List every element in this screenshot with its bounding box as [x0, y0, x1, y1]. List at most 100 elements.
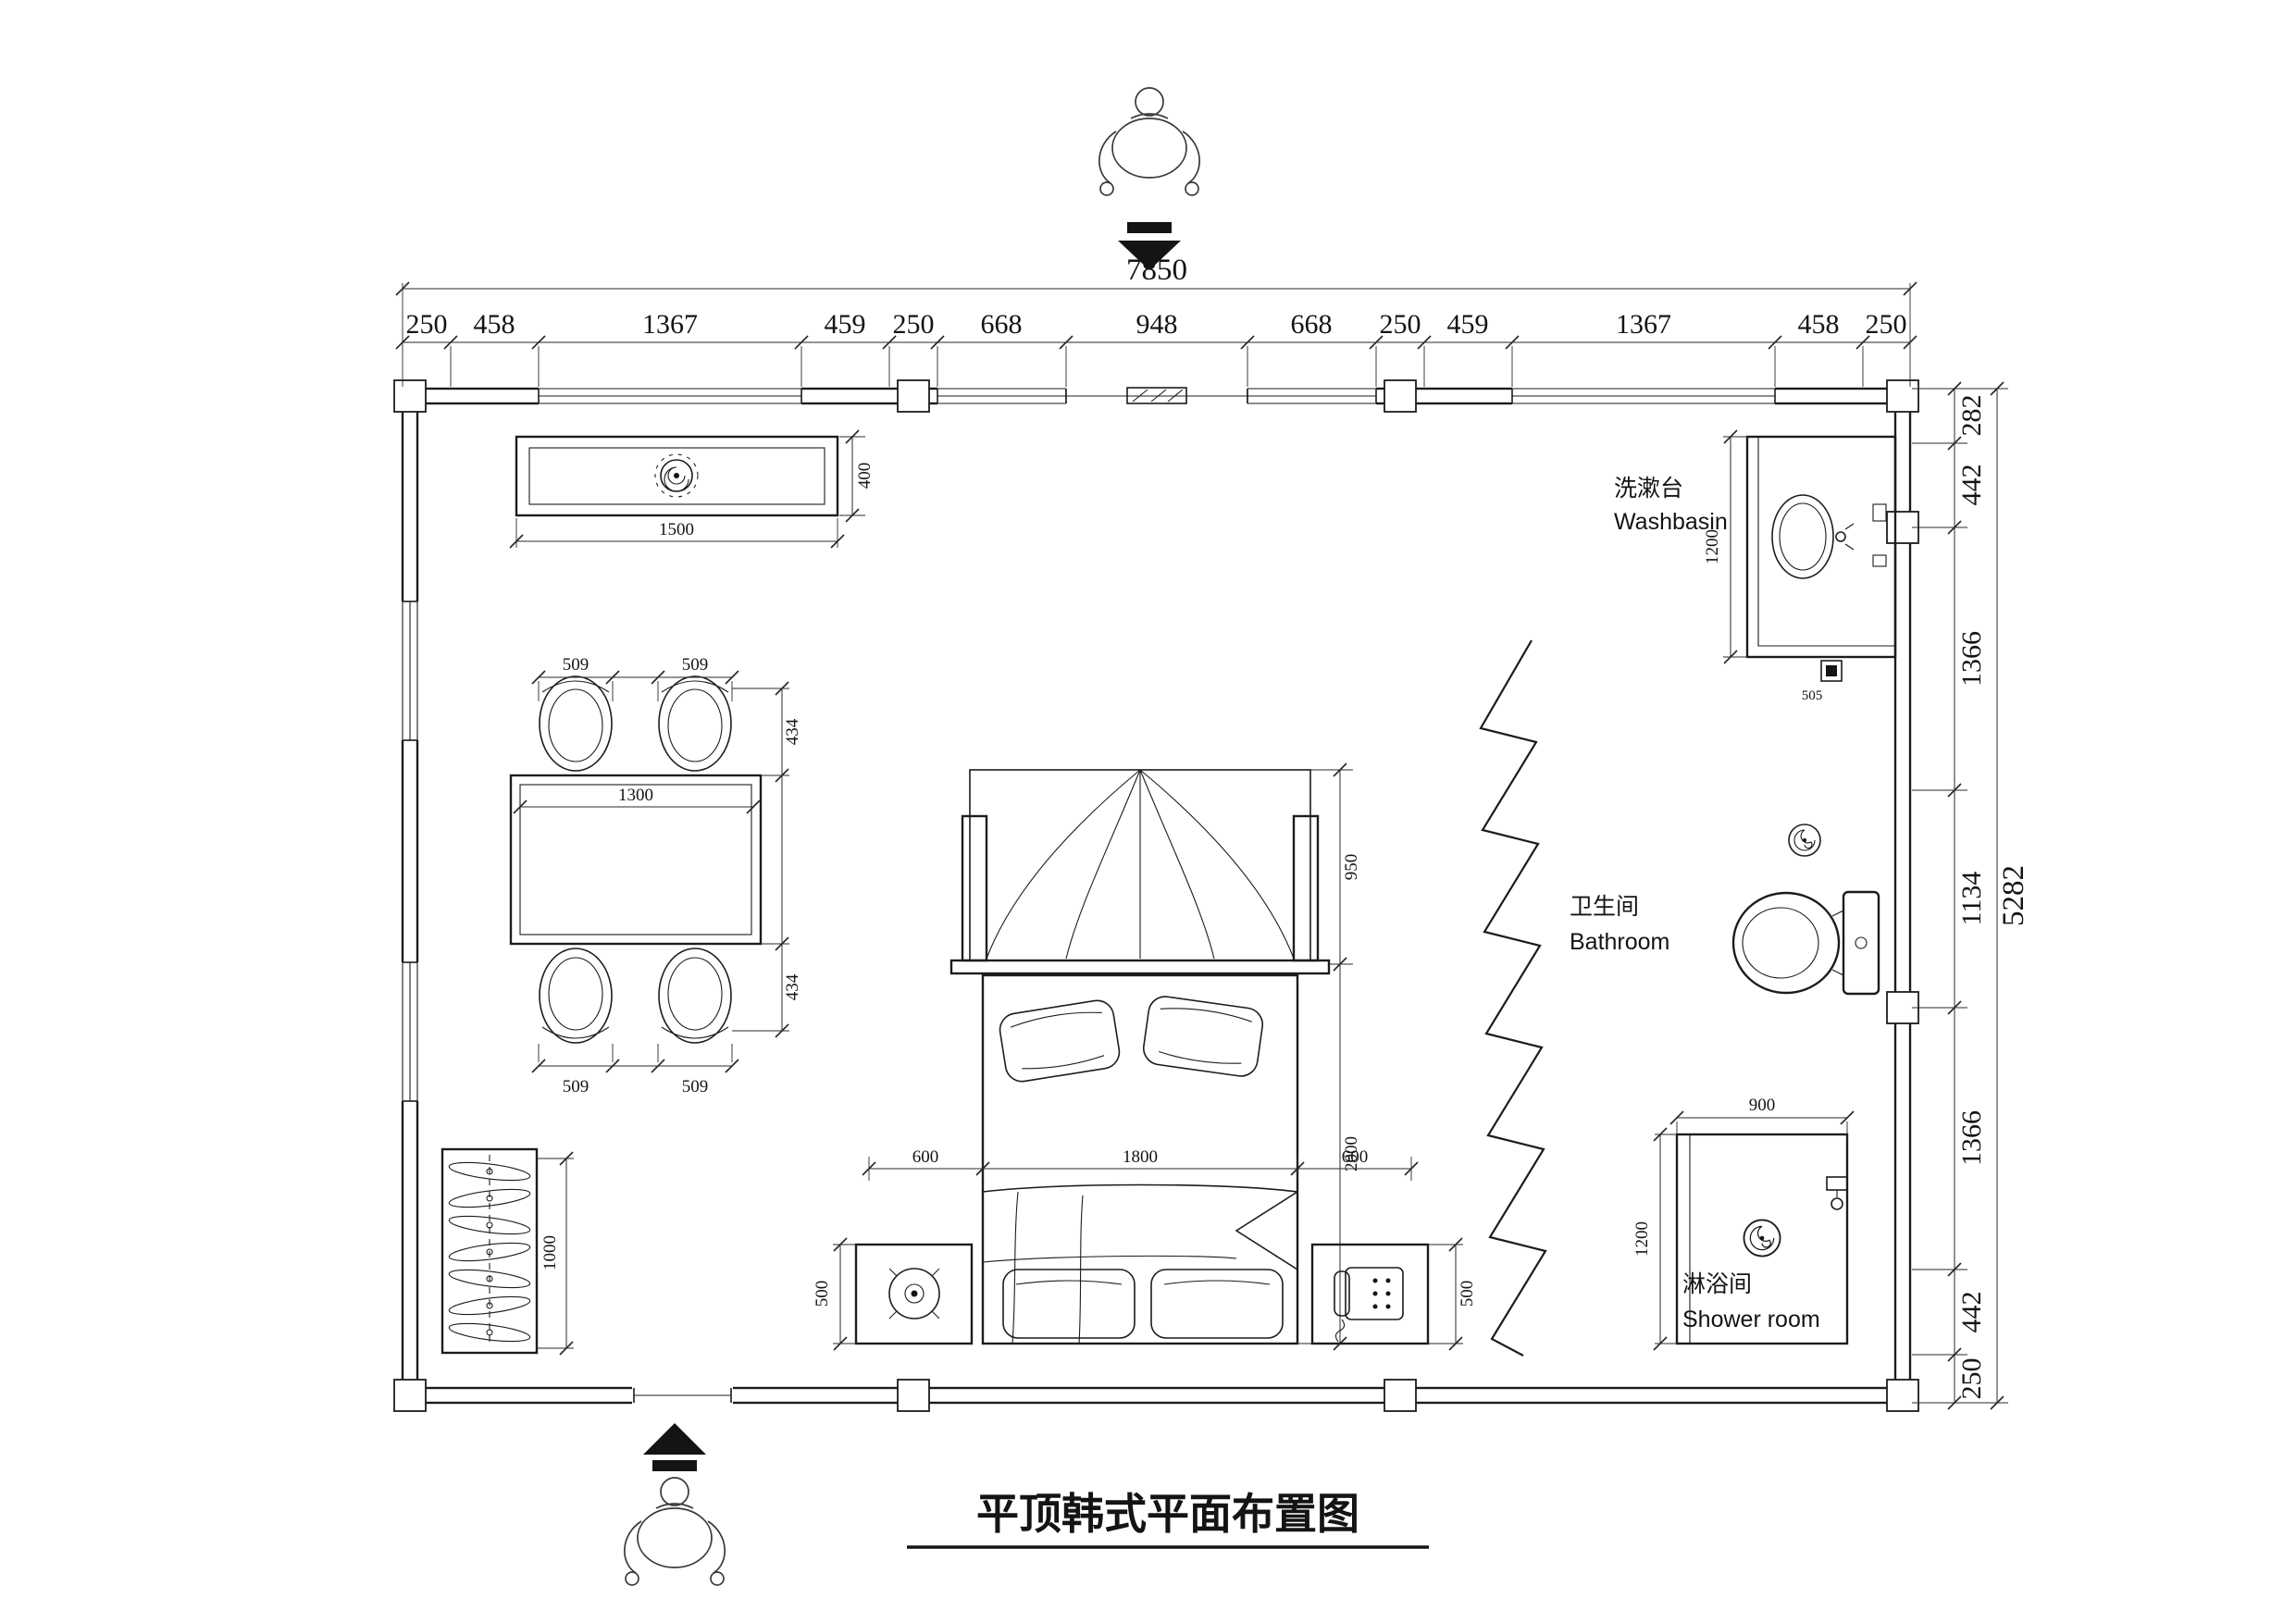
blanket — [982, 1183, 1298, 1344]
entry-person-bottom — [623, 1423, 726, 1586]
dim-label: 442 — [1956, 465, 1987, 506]
washbasin-label-zh: 洗漱台 — [1614, 476, 1683, 502]
washbasin-dim: 1200 — [1703, 429, 1747, 664]
dim-label: 500 — [813, 1281, 832, 1307]
dim-label: 250 — [893, 309, 935, 340]
wardrobe-rack: 1000 — [441, 1147, 574, 1356]
nightstand-left: 500 — [813, 1237, 974, 1351]
bathroom-label-en: Bathroom — [1570, 929, 1669, 955]
ceiling-light-dims: 1500 400 — [509, 429, 875, 549]
wardrobe-dim: 1000 — [537, 1151, 574, 1356]
window-icon — [937, 387, 1067, 405]
dim-label: 459 — [1447, 309, 1489, 340]
dim-label: 509 — [682, 1077, 709, 1096]
bathroom-label-zh: 卫生间 — [1570, 894, 1639, 920]
person-icon — [623, 1477, 726, 1586]
window-icon — [1511, 387, 1776, 405]
dim-label: 434 — [783, 973, 802, 1000]
dim-label: 282 — [1956, 395, 1987, 437]
dim-label: 1000 — [540, 1235, 560, 1270]
dim-label: 250 — [1866, 309, 1907, 340]
dim-label: 458 — [1798, 309, 1840, 340]
dim-label: 434 — [783, 718, 802, 745]
washbasin-counter: 1200 505 — [1703, 429, 1897, 703]
canopy-bed: 950 2000 600 1800 600 — [862, 762, 1419, 1351]
dim-label: 1366 — [1956, 1110, 1987, 1166]
dim-label: 668 — [1291, 309, 1333, 340]
table-lamp-icon — [888, 1268, 940, 1319]
left-wall-windows — [401, 601, 419, 1102]
dim-label: 1134 — [1956, 872, 1987, 926]
dim-label: 1367 — [1616, 309, 1671, 340]
shower-dims: 900 1200 — [1632, 1096, 1855, 1351]
person-icon — [1098, 87, 1201, 196]
folding-partition — [1479, 639, 1547, 1357]
drain-box-icon: 505 — [1802, 660, 1843, 703]
pillow — [999, 999, 1121, 1083]
entry-door-opening — [1065, 387, 1248, 405]
dim-label: 250 — [1380, 309, 1421, 340]
bed-canopy — [949, 769, 1331, 975]
bed-dims: 950 2000 600 1800 600 — [862, 762, 1419, 1351]
top-wall-windows — [538, 387, 1776, 405]
entry-arrow-down-icon — [1118, 222, 1181, 270]
dim-label: 1200 — [1703, 529, 1722, 564]
dim-label: 505 — [1802, 688, 1823, 703]
dim-label: 1300 — [618, 786, 653, 805]
dim-label: 400 — [855, 463, 875, 489]
dining-dims: 1300 509 509 509 509 — [513, 655, 802, 1096]
entry-arrow-up-icon — [643, 1423, 706, 1471]
dim-label: 950 — [1342, 854, 1361, 881]
nightstand-left-dim: 500 — [813, 1237, 856, 1351]
window-icon — [401, 601, 419, 741]
shower-drain-icon — [1743, 1219, 1781, 1258]
chair-icon — [658, 675, 732, 772]
shower-room: 900 1200 — [1632, 1096, 1855, 1351]
wall-columns — [393, 379, 1919, 1412]
dim-label: 600 — [912, 1147, 939, 1167]
dim-label: 509 — [682, 655, 709, 675]
dim-label: 1366 — [1956, 631, 1987, 687]
top-dimension-chain: 7850 250 458 1367 459 250 668 948 — [395, 254, 1917, 387]
dim-label: 2000 — [1342, 1136, 1361, 1171]
telephone-icon — [1334, 1267, 1404, 1343]
chair-icon — [539, 948, 613, 1044]
dim-label: 509 — [563, 655, 590, 675]
dim-label: 1200 — [1632, 1221, 1652, 1257]
bottom-entry-opening — [632, 1386, 733, 1405]
page-title: 平顶韩式平面布置图 — [976, 1490, 1359, 1538]
dim-label: 500 — [1458, 1281, 1477, 1307]
bed-cushion — [1002, 1269, 1284, 1339]
shower-label-en: Shower room — [1682, 1307, 1820, 1332]
ceiling-light: 1500 400 — [509, 429, 875, 549]
dim-label: 900 — [1749, 1096, 1776, 1115]
window-icon — [538, 387, 802, 405]
dim-label: 1800 — [1123, 1147, 1158, 1167]
chair-icon — [539, 675, 613, 772]
chair-icon — [658, 948, 732, 1044]
window-icon — [401, 961, 419, 1102]
dim-label: 250 — [1956, 1358, 1987, 1400]
outer-walls — [401, 387, 1912, 1405]
dim-label: 509 — [563, 1077, 590, 1096]
shower-head-icon — [1826, 1176, 1848, 1210]
floor-drain-icon — [1788, 824, 1821, 857]
dim-label: 668 — [981, 309, 1023, 340]
dining-table — [509, 774, 763, 946]
window-icon — [1247, 387, 1377, 405]
dim-label: 600 — [1342, 1147, 1369, 1167]
dining-set: 1300 509 509 509 509 — [509, 655, 802, 1096]
nightstand-right: 500 — [1310, 1237, 1477, 1351]
dim-label: 948 — [1136, 309, 1178, 340]
nightstand-right-dim: 500 — [1428, 1237, 1477, 1351]
dim-label: 1500 — [659, 520, 694, 539]
right-dimension-chain: 282 442 1366 1134 1366 442 250 5282 — [1912, 381, 2030, 1410]
dim-label: 1367 — [642, 309, 698, 340]
entry-person-top — [1098, 87, 1201, 270]
washbasin-label-en: Washbasin — [1614, 509, 1728, 535]
shower-label-zh: 淋浴间 — [1682, 1271, 1752, 1297]
dim-total-label: 5282 — [1997, 865, 2030, 926]
pillow — [1142, 996, 1264, 1077]
